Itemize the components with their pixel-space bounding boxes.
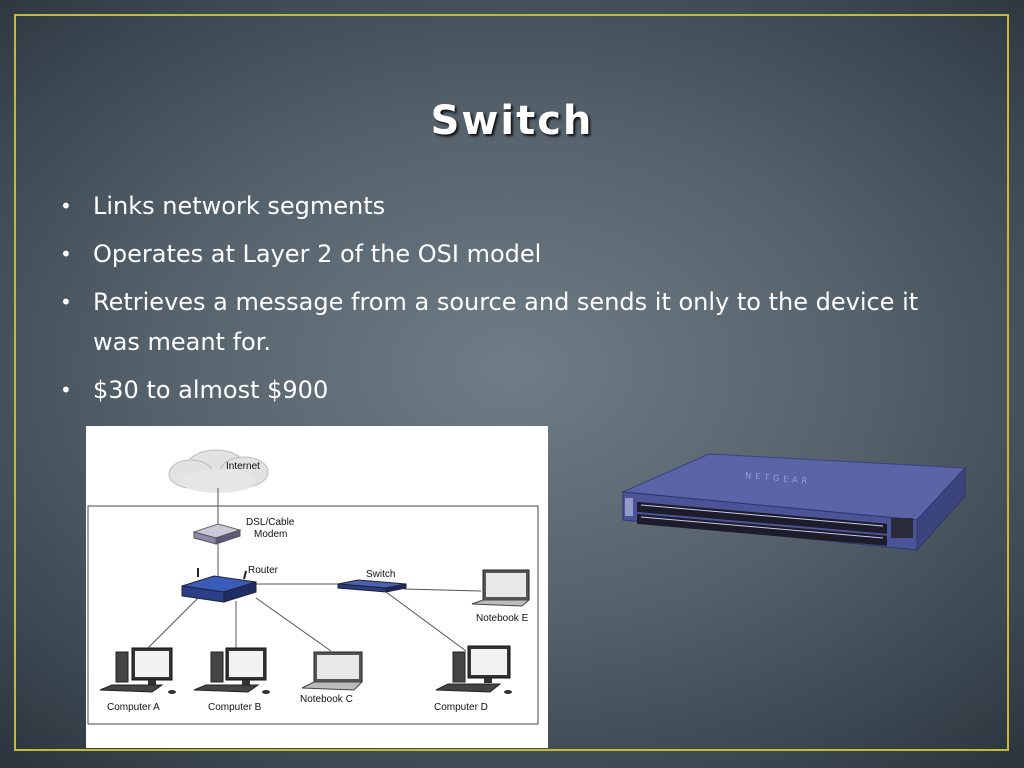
- modem-icon: [192, 523, 242, 545]
- network-diagram-svg: Internet DSL/Cable Modem Router: [87, 449, 539, 725]
- label-modem-line2: Modem: [254, 529, 287, 540]
- label-notebook-c: Notebook C: [300, 694, 353, 705]
- label-switch: Switch: [366, 569, 395, 580]
- link-switch-computer-d: [385, 591, 467, 652]
- network-diagram: Internet DSL/Cable Modem Router: [86, 426, 548, 748]
- link-router-notebook-c: [255, 597, 332, 652]
- link-router-computer-a: [147, 597, 199, 649]
- slide-title: Switch: [430, 98, 594, 144]
- computer-a-icon: [99, 647, 176, 694]
- label-computer-a: Computer A: [107, 702, 160, 713]
- label-computer-b: Computer B: [208, 702, 262, 713]
- internet-cloud-icon: [168, 449, 269, 493]
- netgear-switch-image: NETGEAR: [615, 450, 970, 560]
- computer-b-icon: [193, 647, 270, 694]
- label-modem-line1: DSL/Cable: [246, 517, 295, 528]
- router-icon: [181, 568, 257, 603]
- notebook-c-icon: [301, 651, 364, 691]
- port-highlights: [640, 504, 884, 539]
- label-notebook-e: Notebook E: [476, 613, 529, 624]
- switch-icon: [337, 579, 407, 593]
- label-computer-d: Computer D: [434, 702, 488, 713]
- lan-boundary: [87, 505, 539, 725]
- label-internet: Internet: [226, 461, 260, 472]
- computer-d-icon: [435, 645, 512, 694]
- label-router: Router: [248, 565, 279, 576]
- bullet-item: Operates at Layer 2 of the OSI model: [60, 234, 920, 274]
- netgear-switch-svg: NETGEAR: [621, 453, 967, 552]
- bullet-list: Links network segments Operates at Layer…: [60, 186, 920, 418]
- switch-side-face: [916, 466, 966, 552]
- bullet-item: $30 to almost $900: [60, 370, 920, 410]
- bullet-item: Retrieves a message from a source and se…: [60, 282, 920, 362]
- bullet-item: Links network segments: [60, 186, 920, 226]
- link-switch-notebook-e: [403, 588, 482, 592]
- notebook-e-icon: [471, 569, 531, 607]
- status-leds: [625, 498, 633, 516]
